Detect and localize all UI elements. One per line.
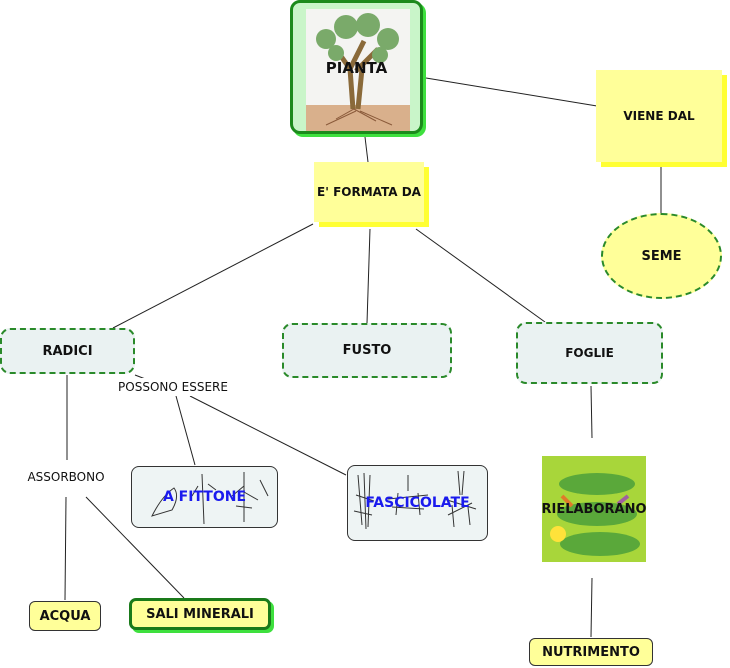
node-nutrimento[interactable]: NUTRIMENTO	[529, 638, 653, 666]
viene-label: VIENE DAL	[623, 109, 695, 123]
acqua-label: ACQUA	[39, 608, 91, 624]
node-fascicolate[interactable]: FASCICOLATE	[347, 465, 488, 541]
fascicolate-label: FASCICOLATE	[365, 495, 470, 511]
taproot-image	[151, 472, 269, 525]
node-seme[interactable]: SEME	[601, 213, 722, 299]
link-foglie-rielaborano	[590, 385, 593, 439]
link-possono-fittone	[175, 395, 196, 466]
node-assorbono[interactable]: ASSORBONO	[22, 467, 110, 487]
assorbono-label: ASSORBONO	[27, 470, 105, 484]
node-sali-minerali[interactable]: SALI MINERALI	[129, 598, 271, 630]
node-viene-dal[interactable]: VIENE DAL	[596, 70, 722, 162]
link-possono-fascicolate	[189, 395, 347, 476]
foglie-label: FOGLIE	[565, 346, 614, 360]
formata-label: E' FORMATA DA	[317, 185, 421, 199]
link-assorbono-sali	[85, 496, 185, 599]
pianta-label: PIANTA	[325, 59, 388, 77]
node-fusto[interactable]: FUSTO	[282, 323, 452, 378]
link-formata-fusto	[366, 228, 371, 324]
link-assorbono-acqua	[64, 496, 67, 601]
link-rielaborano-nutrimento	[590, 577, 593, 638]
link-formata-radici	[112, 223, 314, 329]
node-possono-essere[interactable]: POSSONO ESSERE	[113, 378, 233, 396]
node-formata-da[interactable]: E' FORMATA DA	[314, 162, 424, 222]
node-rielaborano[interactable]: RIELABORANO	[533, 444, 655, 572]
node-pianta[interactable]: PIANTA	[290, 0, 423, 134]
link-pianta-formata	[364, 136, 369, 163]
link-pianta-viene	[425, 77, 598, 107]
tree-image	[306, 9, 410, 131]
link-formata-foglie	[415, 228, 546, 323]
radici-label: RADICI	[42, 343, 93, 359]
node-radici[interactable]: RADICI	[0, 328, 135, 374]
node-foglie[interactable]: FOGLIE	[516, 322, 663, 384]
fittone-label: A FITTONE	[162, 489, 247, 505]
sali-label: SALI MINERALI	[146, 606, 254, 622]
node-acqua[interactable]: ACQUA	[29, 601, 101, 631]
nutrimento-label: NUTRIMENTO	[542, 644, 640, 660]
fusto-label: FUSTO	[342, 343, 392, 358]
possono-label: POSSONO ESSERE	[118, 380, 228, 394]
node-a-fittone[interactable]: A FITTONE	[131, 466, 278, 528]
leaf-image	[542, 456, 646, 562]
fibrous-root-image	[353, 470, 477, 530]
rielaborano-label: RIELABORANO	[541, 502, 647, 517]
seme-label: SEME	[641, 248, 682, 264]
